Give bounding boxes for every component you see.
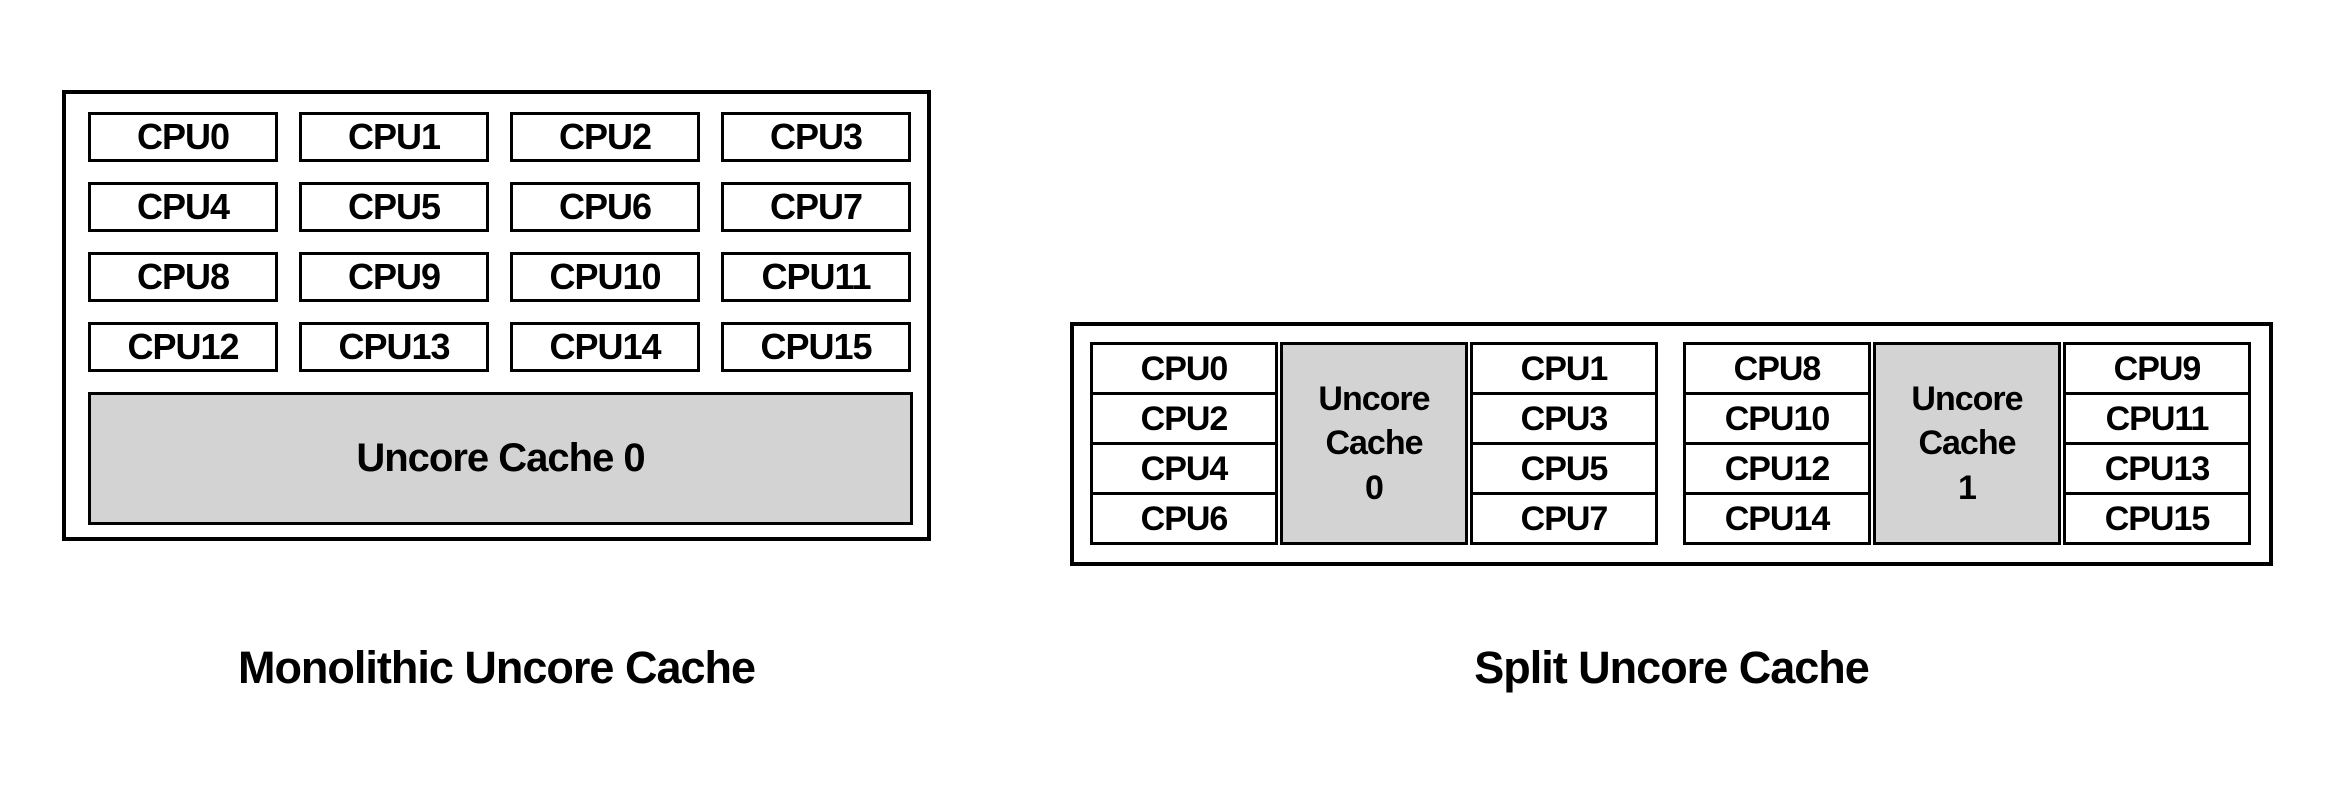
cpu-box: CPU9 (299, 252, 489, 302)
cpu-cell: CPU14 (1686, 492, 1868, 542)
cpu-cell: CPU2 (1093, 392, 1275, 442)
cpu-column: CPU1 CPU3 CPU5 CPU7 (1470, 342, 1658, 545)
cpu-box: CPU1 (299, 112, 489, 162)
cpu-cell: CPU9 (2113, 349, 2202, 388)
cpu-cell: CPU3 (1473, 392, 1655, 442)
split-cluster-0: CPU0 CPU2 CPU4 CPU6 Uncore Cache 0 CPU1 … (1090, 342, 1658, 545)
cpu-box: CPU15 (721, 322, 911, 372)
split-cluster-1: CPU8 CPU10 CPU12 CPU14 Uncore Cache 1 CP… (1683, 342, 2251, 545)
cpu-box: CPU14 (510, 322, 700, 372)
cpu-box: CPU13 (299, 322, 489, 372)
cpu-cell: CPU6 (1093, 492, 1275, 542)
cpu-box: CPU2 (510, 112, 700, 162)
cpu-box: CPU3 (721, 112, 911, 162)
uncore-cache-0-box: Uncore Cache 0 (1280, 342, 1468, 545)
cpu-box: CPU5 (299, 182, 489, 232)
cpu-box: CPU4 (88, 182, 278, 232)
cpu-cell: CPU7 (1473, 492, 1655, 542)
cpu-box: CPU10 (510, 252, 700, 302)
cpu-column: CPU9 CPU11 CPU13 CPU15 (2063, 342, 2251, 545)
cpu-column: CPU0 CPU2 CPU4 CPU6 (1090, 342, 1278, 545)
cpu-box: CPU8 (88, 252, 278, 302)
cpu-cell: CPU13 (2066, 442, 2248, 492)
cpu-cell: CPU1 (1520, 349, 1609, 388)
cpu-cell: CPU12 (1686, 442, 1868, 492)
cpu-box: CPU12 (88, 322, 278, 372)
cpu-cell: CPU0 (1140, 349, 1229, 388)
cpu-cell: CPU5 (1473, 442, 1655, 492)
cpu-cell: CPU4 (1093, 442, 1275, 492)
cpu-box: CPU0 (88, 112, 278, 162)
split-caption: Split Uncore Cache (1474, 642, 1870, 693)
uncore-cache-1-box: Uncore Cache 1 (1873, 342, 2061, 545)
monolithic-caption: Monolithic Uncore Cache (237, 642, 756, 693)
cpu-box: CPU11 (721, 252, 911, 302)
cpu-box: CPU7 (721, 182, 911, 232)
cpu-box: CPU6 (510, 182, 700, 232)
cpu-cell: CPU10 (1686, 392, 1868, 442)
uncore-cache-0-box: Uncore Cache 0 (88, 392, 913, 525)
cpu-cell: CPU8 (1733, 349, 1822, 388)
cpu-cell: CPU11 (2066, 392, 2248, 442)
cpu-column: CPU8 CPU10 CPU12 CPU14 (1683, 342, 1871, 545)
cpu-cell: CPU15 (2066, 492, 2248, 542)
monolithic-cpu-grid: CPU0 CPU1 CPU2 CPU3 CPU4 CPU5 CPU6 CPU7 … (88, 112, 913, 373)
